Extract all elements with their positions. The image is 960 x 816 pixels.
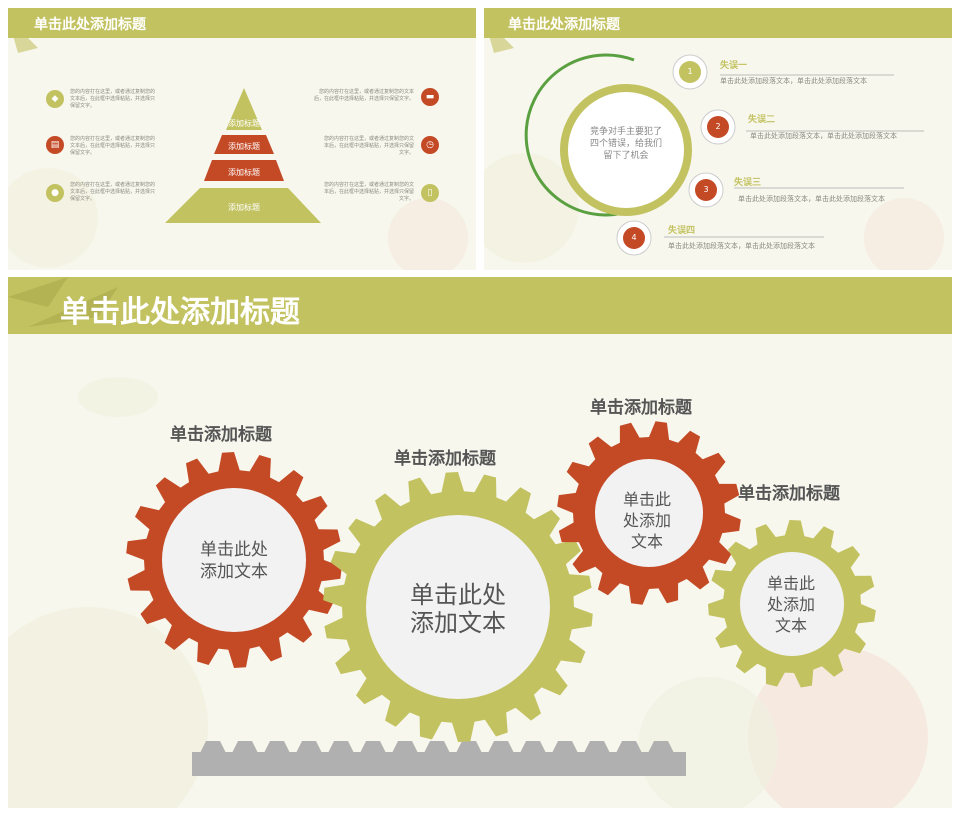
error-1-text: 单击此处添加段落文本，单击此处添加段落文本 [720, 77, 867, 85]
title-bar: 单击此处添加标题 [484, 8, 952, 38]
gears-diagram [126, 421, 876, 776]
conveyor-tooth [328, 741, 354, 753]
pyramid-label-3: 添加标题 [228, 168, 260, 177]
gear-4-title[interactable]: 单击添加标题 [738, 484, 840, 504]
error-3-number: 3 [703, 185, 709, 194]
conveyor-tooth [392, 741, 418, 753]
pyramid-label-4: 添加标题 [228, 203, 260, 212]
conveyor-tooth [648, 741, 674, 753]
gear-4-hub [740, 552, 844, 656]
error-2-label: 失误二 [748, 115, 776, 125]
gear-2-title[interactable]: 单击添加标题 [394, 449, 496, 469]
tag-icon: ◆ [46, 90, 64, 108]
conveyor-tooth [584, 741, 610, 753]
error-1-label: 失误一 [720, 61, 748, 71]
leaf-ornament [8, 277, 118, 327]
conveyor-tooth [520, 741, 546, 753]
conveyor-tooth [200, 741, 226, 753]
pyramid-chart [165, 88, 321, 223]
error-1-number: 1 [687, 67, 693, 76]
gear-4-text[interactable]: 单击此处添加文本 [766, 574, 815, 635]
gear-3-text[interactable]: 单击此处添加文本 [622, 490, 671, 551]
gear-1-hub [162, 488, 306, 632]
title-bar: 单击此处添加标题 [8, 277, 952, 334]
conveyor-tooth [264, 741, 290, 753]
center-text: 竞争对手主要犯了四个错误，给我们留下了机会 [589, 127, 662, 161]
clock-icon: ◷ [421, 136, 439, 154]
conveyor-tooth [424, 741, 450, 753]
error-4-label: 失误四 [668, 226, 696, 236]
conveyor-tooth [360, 741, 386, 753]
slide-title[interactable]: 单击此处添加标题 [34, 17, 146, 33]
gear-1-title[interactable]: 单击添加标题 [170, 425, 272, 445]
conveyor-tooth [232, 741, 258, 753]
pyramid-tier-2 [214, 135, 274, 154]
gear-3-title[interactable]: 单击添加标题 [590, 398, 692, 418]
gear-3-hub [595, 459, 703, 567]
error-4-number: 4 [631, 233, 637, 242]
conveyor-tooth [296, 741, 322, 753]
gear-2-hub [366, 515, 550, 699]
pyramid-tier-1 [226, 88, 262, 130]
left-item-2-text: 您的内容打在这里，或者通过复制您的文本后，在此框中选择粘贴，并选择只保留文字。 [70, 136, 156, 156]
conveyor-tooth [552, 741, 578, 753]
left-item-1-text: 您的内容打在这里，或者通过复制您的文本后，在此框中选择粘贴，并选择只保留文字。 [70, 89, 156, 109]
conveyor-tooth [488, 741, 514, 753]
right-item-1-text: 您的内容打在这里，或者通过复制您的文本后，在此框中选择粘贴，并选择只保留文字。 [313, 89, 414, 102]
book-icon: ▤ [46, 136, 64, 154]
leaf-decoration [8, 18, 468, 270]
gear-1-text[interactable]: 单击此处添加文本 [200, 540, 268, 582]
error-4-text: 单击此处添加段落文本，单击此处添加段落文本 [668, 242, 815, 250]
phone-icon: ▯ [421, 184, 439, 202]
left-item-3-text: 您的内容打在这里，或者通过复制您的文本后，在此框中选择粘贴，并选择只保留文字。 [70, 182, 156, 202]
error-3-label: 失误三 [734, 178, 762, 188]
slide-1-pyramid[interactable]: 单击此处添加标题 ◆ 您的内容打在这里，或者通过复制您的文本后，在此框中选择粘贴… [8, 8, 476, 270]
conveyor-tooth [616, 741, 642, 753]
slide-title[interactable]: 单击此处添加标题 [60, 295, 300, 330]
right-item-3-text: 您的内容打在这里，或者通过复制您的文本后，在此框中选择粘贴，并选择只保留文字。 [323, 182, 414, 202]
title-bar: 单击此处添加标题 [8, 8, 476, 38]
conveyor-base [192, 752, 686, 776]
mistakes-diagram [524, 53, 924, 256]
leaf-decoration [8, 377, 928, 808]
error-2-number: 2 [715, 122, 721, 131]
conveyor-tooth [456, 741, 482, 753]
slide-2-mistakes[interactable]: 单击此处添加标题 竞争对手主要犯了四个错误，给我们留下了机会 1 失误一 单击此… [484, 8, 952, 270]
bus-icon: ▬ [421, 88, 439, 106]
error-3-text: 单击此处添加段落文本，单击此处添加段落文本 [738, 195, 885, 203]
gear-2-text[interactable]: 单击此处添加文本 [410, 581, 506, 637]
right-item-2-text: 您的内容打在这里，或者通过复制您的文本后，在此框中选择粘贴，并选择只保留文字。 [323, 136, 414, 156]
error-2-text: 单击此处添加段落文本，单击此处添加段落文本 [750, 132, 897, 140]
pyramid-tier-4 [165, 188, 321, 223]
person-icon: ● [46, 184, 64, 202]
pyramid-label-2: 添加标题 [228, 142, 260, 151]
slide-title[interactable]: 单击此处添加标题 [508, 17, 620, 33]
pyramid-label-1: 添加标题 [228, 119, 260, 128]
pyramid-tier-3 [204, 160, 284, 181]
slide-3-gears[interactable]: 单击此处添加标题 单击添加标题 单击此处添加文本 单击添加标题 单击此处添加文本… [8, 277, 952, 808]
